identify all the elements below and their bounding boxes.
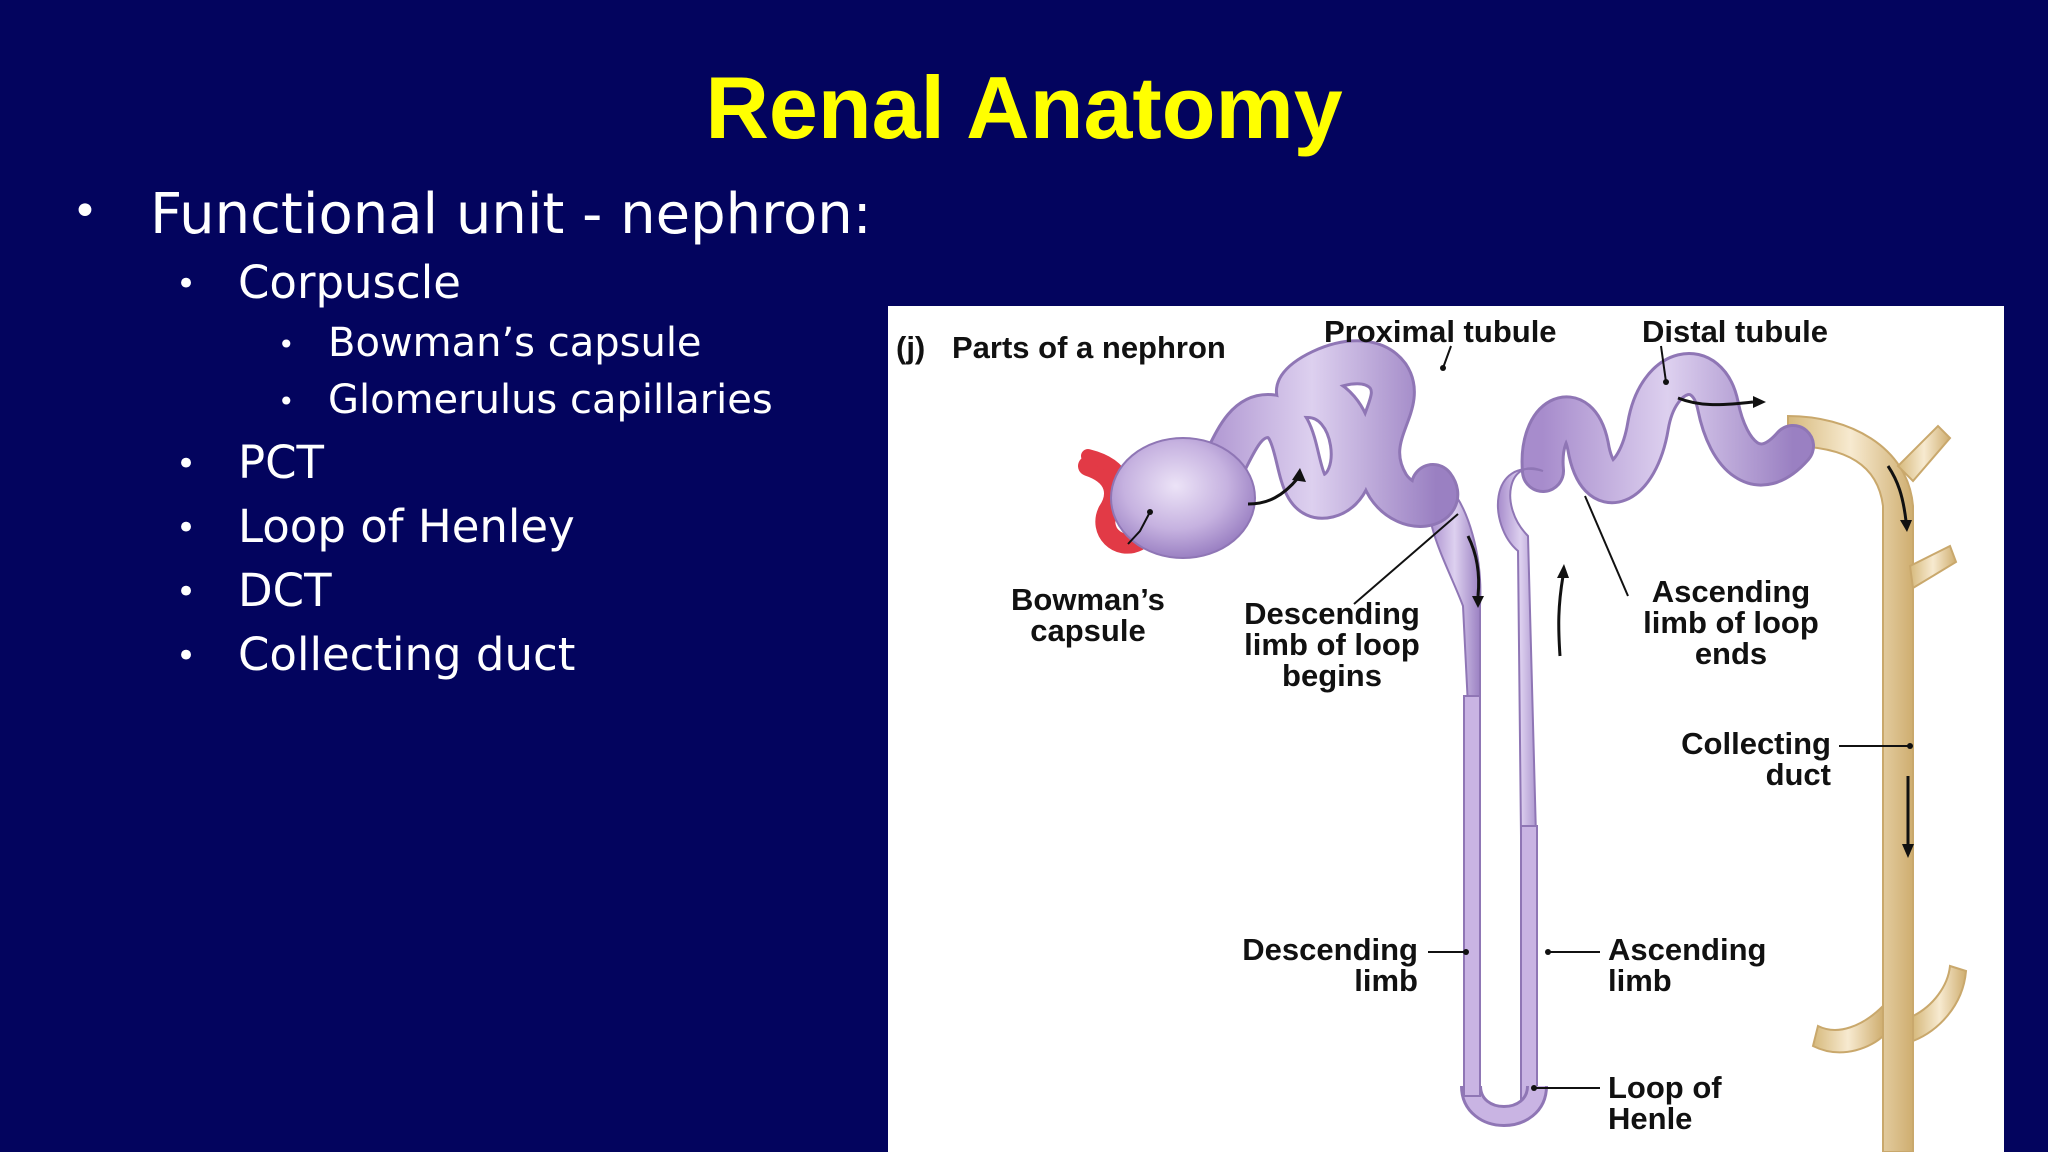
bullet-dct: DCT [238,564,332,617]
nephron-figure: (j) Parts of a nephron Proximal tubule D… [888,306,2004,1152]
bullet-dot: • [176,444,197,484]
label-collecting-duct-line2: duct [1766,757,1831,792]
label-bowmans-capsule-line1: Bowman’s [1011,582,1165,617]
bullet-dot: • [278,328,295,361]
label-distal-tubule: Distal tubule [1642,314,1828,349]
nephron-diagram: (j) Parts of a nephron Proximal tubule D… [896,314,1968,1152]
bullet-dot: • [176,508,197,548]
label-collecting-duct-line1: Collecting [1681,726,1831,761]
label-ascending-ends-line3: ends [1695,636,1767,671]
label-descending-limb-line2: limb [1354,963,1418,998]
label-bowmans-capsule-line2: capsule [1030,613,1145,648]
arrowheads [1292,396,1914,858]
label-descending-limb-line1: Descending [1242,932,1418,967]
figure-panel-letter: (j) [896,330,925,365]
label-loop-of-henle-line1: Loop of [1608,1070,1722,1105]
bullet-bowmans-capsule: Bowman’s capsule [328,320,702,366]
bullet-functional-unit: Functional unit - nephron: [150,182,872,247]
bullet-dot: • [278,385,295,418]
bullet-pct: PCT [238,436,325,489]
bullet-dot: • [176,572,197,612]
label-descending-begins-line1: Descending [1244,596,1420,631]
ascending-limb-shape [1497,467,1544,837]
label-ascending-ends-line2: limb of loop [1643,605,1819,640]
leader-lines [1127,345,1910,1089]
label-ascending-limb-line2: limb [1608,963,1672,998]
bullet-loop-of-henley: Loop of Henley [238,500,575,553]
bullet-dot: • [72,186,98,237]
afferent-vessel-shape [1078,456,1148,554]
label-loop-of-henle-line2: Henle [1608,1101,1692,1136]
figure-caption: Parts of a nephron [952,330,1226,365]
slide-title: Renal Anatomy [705,58,1343,157]
leader-dots [1147,365,1913,1091]
bullet-dot: • [176,636,197,676]
bullet-dot: • [176,264,197,304]
bullet-corpuscle: Corpuscle [238,256,461,309]
label-proximal-tubule: Proximal tubule [1324,314,1557,349]
label-ascending-ends-line1: Ascending [1652,574,1810,609]
label-descending-begins-line3: begins [1282,658,1382,693]
label-ascending-limb-line1: Ascending [1608,932,1766,967]
bullet-collecting-duct: Collecting duct [238,628,576,681]
flow-arrows [1247,396,1910,846]
label-descending-begins-line2: limb of loop [1244,627,1420,662]
bullet-glomerulus: Glomerulus capillaries [328,377,773,423]
bowmans-capsule-shape [1110,437,1256,559]
